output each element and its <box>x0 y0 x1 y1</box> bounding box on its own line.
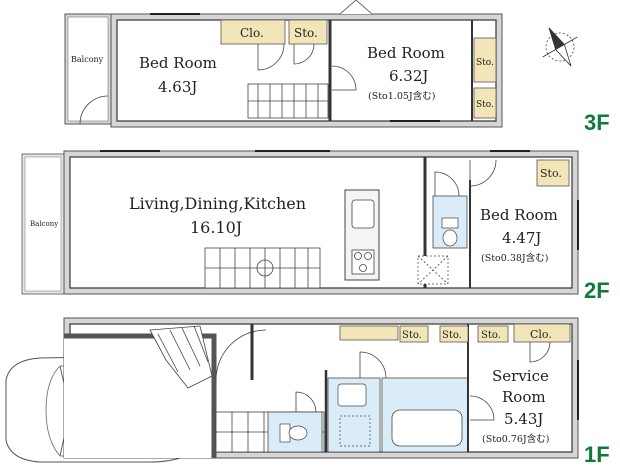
ldk-size: 16.10J <box>190 218 242 237</box>
floor-label-1f: 1F <box>584 442 610 467</box>
closet-1f <box>513 323 571 343</box>
bedroom-3f-b-note: (Sto1.05J含む) <box>368 90 435 102</box>
storage-2f <box>536 159 570 187</box>
floor-label-3f: 3F <box>584 110 610 135</box>
storage-3f-a <box>288 19 328 45</box>
closet-1f-label: Clo. <box>530 328 552 341</box>
kitchen-counter <box>344 189 380 281</box>
balcony-3f-label: Balcony <box>71 55 104 64</box>
bedroom-3f-b-name: Bed Room <box>367 44 445 62</box>
bathtub-icon <box>391 409 463 447</box>
toilet-icon <box>279 423 308 443</box>
service-room-note: (Sto0.76J含む) <box>482 433 549 445</box>
service-room-line2: Room <box>502 388 546 406</box>
floor-3f: Balcony Clo. Sto. Sto. Sto. <box>64 0 610 135</box>
stairs-icon <box>149 325 213 389</box>
service-room-size: 5.43J <box>504 410 543 428</box>
stove-icon <box>351 249 375 275</box>
balcony-2f-label: Balcony <box>30 220 58 228</box>
storage-3f-c-label: Sto. <box>476 100 494 110</box>
closet-3f-label: Clo. <box>240 26 264 40</box>
storage-3f-b <box>473 37 497 83</box>
storage-1f-a-label: Sto. <box>402 330 422 341</box>
storage-3f-a-label: Sto. <box>294 26 318 40</box>
sink-icon <box>337 383 367 407</box>
storage-1f-b <box>439 325 469 343</box>
storage-1f-strip <box>339 325 399 341</box>
closet-3f <box>220 19 286 45</box>
bedroom-2f-size: 4.47J <box>502 229 541 247</box>
toilet-icon <box>441 217 459 247</box>
storage-2f-label: Sto. <box>540 167 562 180</box>
storage-1f-a <box>399 325 429 343</box>
storage-1f-c-label: Sto. <box>481 330 501 341</box>
floor-2f: Balcony <box>21 150 610 303</box>
ldk-name: Living,Dining,Kitchen <box>129 194 306 213</box>
stairs-icon <box>247 83 329 119</box>
door-swing-icon <box>434 159 497 197</box>
sink-icon <box>351 199 375 229</box>
service-room-line1: Service <box>492 367 549 385</box>
storage-1f-b-label: Sto. <box>442 330 462 341</box>
bedroom-3f-a-size: 4.63J <box>158 78 197 96</box>
bedroom-3f-b-size: 6.32J <box>389 67 428 85</box>
compass-icon <box>542 27 578 67</box>
storage-3f-c <box>473 87 497 119</box>
floor-label-2f: 2F <box>584 278 610 303</box>
stairs-icon <box>204 247 321 289</box>
door-swing-icon <box>257 43 357 91</box>
storage-1f-c <box>477 325 509 343</box>
bedroom-3f-a-name: Bed Room <box>139 54 217 72</box>
bedroom-2f-name: Bed Room <box>480 206 558 224</box>
bedroom-2f-note: (Sto0.38J含む) <box>481 252 548 264</box>
storage-3f-b-label: Sto. <box>476 58 494 68</box>
floor-1f: Sto. Sto. Sto. Clo. Service Room 5.43J (… <box>5 317 610 467</box>
